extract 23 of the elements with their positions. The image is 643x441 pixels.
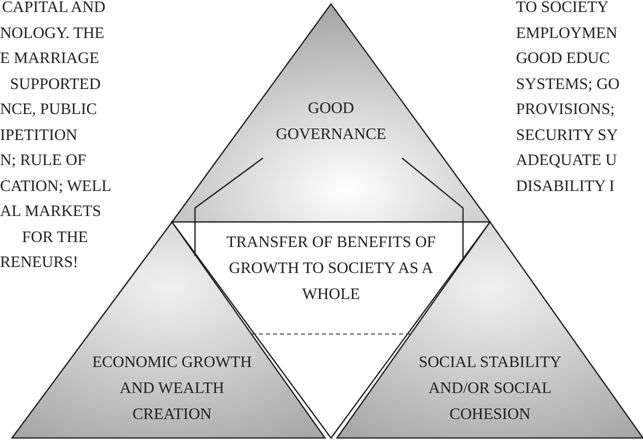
triangle-label: GOOD GOVERNANCE xyxy=(274,99,388,145)
side-text-line: IPETITION xyxy=(0,126,78,146)
side-text-line: GOOD EDUC xyxy=(516,49,610,69)
side-text-line: AL MARKETS xyxy=(0,202,102,222)
side-text-line: EMPLOYMEN xyxy=(516,24,618,44)
side-text-line: N; RULE OF xyxy=(0,151,86,171)
triangle-label: SOCIAL STABILITY AND/OR SOCIAL COHESION xyxy=(418,353,562,425)
side-text-line: SUPPORTED xyxy=(10,74,101,94)
side-text-line: ADEQUATE U xyxy=(516,151,617,171)
side-text-line: SYSTEMS; GO xyxy=(516,74,620,94)
side-text-line: NCE, PUBLIC xyxy=(0,100,97,120)
side-text-line: NOLOGY. THE xyxy=(0,24,104,44)
side-text-line: SECURITY SY xyxy=(516,126,618,146)
side-text-line: E MARRIAGE xyxy=(0,49,100,69)
side-text-line: PROVISIONS; xyxy=(516,100,615,120)
side-text-line: TO SOCIETY xyxy=(516,0,609,18)
side-text-line: FOR THE xyxy=(22,228,88,248)
side-text-line: DISABILITY I xyxy=(516,176,614,196)
side-text-line: CAPITAL AND xyxy=(2,0,106,18)
side-text-line: CATION; WELL xyxy=(0,176,112,196)
side-text-line: RENEURS! xyxy=(0,253,78,273)
triangle-label: TRANSFER OF BENEFITS OF GROWTH TO SOCIETY AS A WHOLE xyxy=(226,233,436,305)
triangle-label: ECONOMIC GROWTH AND WEALTH CREATION xyxy=(91,353,253,425)
